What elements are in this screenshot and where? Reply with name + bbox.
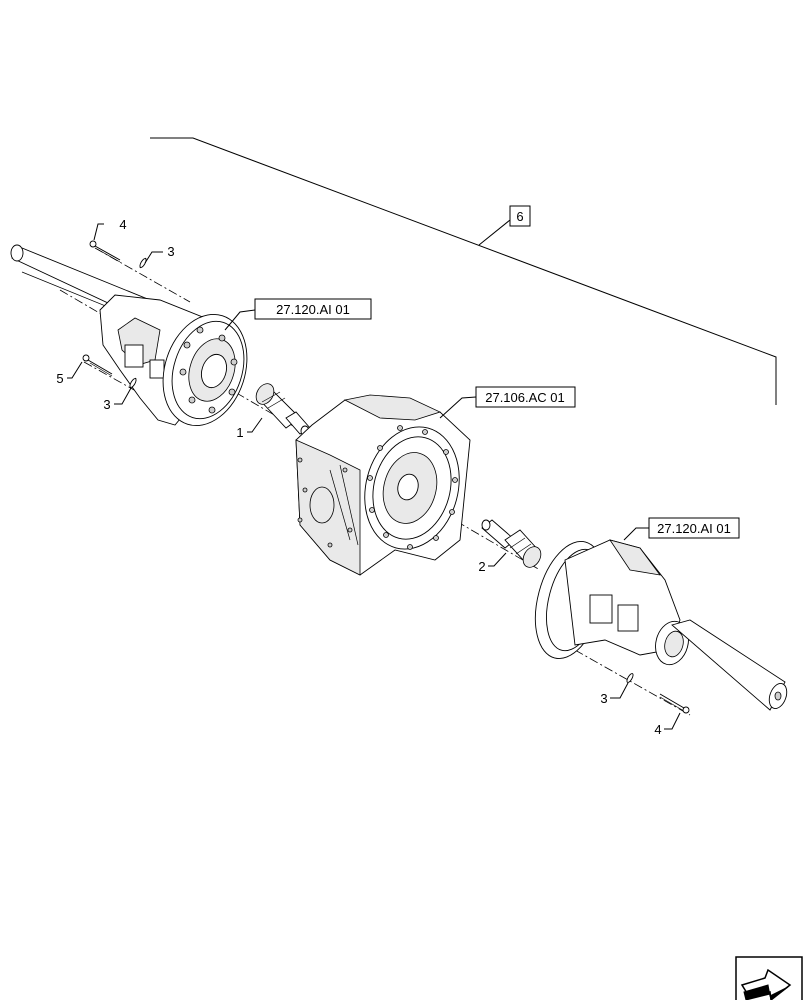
leader-lines: [67, 223, 681, 730]
item-1-label: 1: [236, 425, 243, 440]
pin-3-right: [626, 673, 634, 683]
assembly-bracket-line: [150, 137, 777, 405]
left-axle-housing: [10, 244, 248, 427]
ref-box-right-hub[interactable]: 27.120.AI 01: [648, 517, 740, 539]
ref-right-hub-label: 27.120.AI 01: [657, 521, 731, 536]
ref-center-housing-label: 27.106.AC 01: [485, 390, 565, 405]
pin-3-lower-left: [129, 377, 137, 389]
next-page-arrow-icon[interactable]: [735, 956, 803, 1000]
bolt-4-right: [659, 693, 690, 714]
bolt-5: [82, 354, 113, 377]
item-6-box: 6: [509, 205, 531, 227]
item-5-label: 5: [56, 371, 63, 386]
ref-box-center-housing[interactable]: 27.106.AC 01: [475, 386, 576, 408]
ref-box-left-hub[interactable]: 27.120.AI 01: [254, 298, 372, 320]
ref-left-hub-label: 27.120.AI 01: [276, 302, 350, 317]
item-3-upper-left-label: 3: [167, 244, 174, 259]
item-2-label: 2: [478, 559, 485, 574]
item-3-right-label: 3: [600, 691, 607, 706]
center-differential-housing: [295, 394, 471, 576]
right-axle-housing: [534, 539, 788, 711]
item-4-left-label: 4: [119, 217, 126, 232]
item-4-right-label: 4: [654, 722, 661, 737]
bolt-4-left: [89, 240, 121, 263]
item-6-label: 6: [516, 209, 523, 224]
pin-3-upper-left: [139, 257, 147, 269]
item-3-lower-left-label: 3: [103, 397, 110, 412]
shaft-2: [481, 519, 542, 568]
shaft-1: [255, 383, 311, 437]
